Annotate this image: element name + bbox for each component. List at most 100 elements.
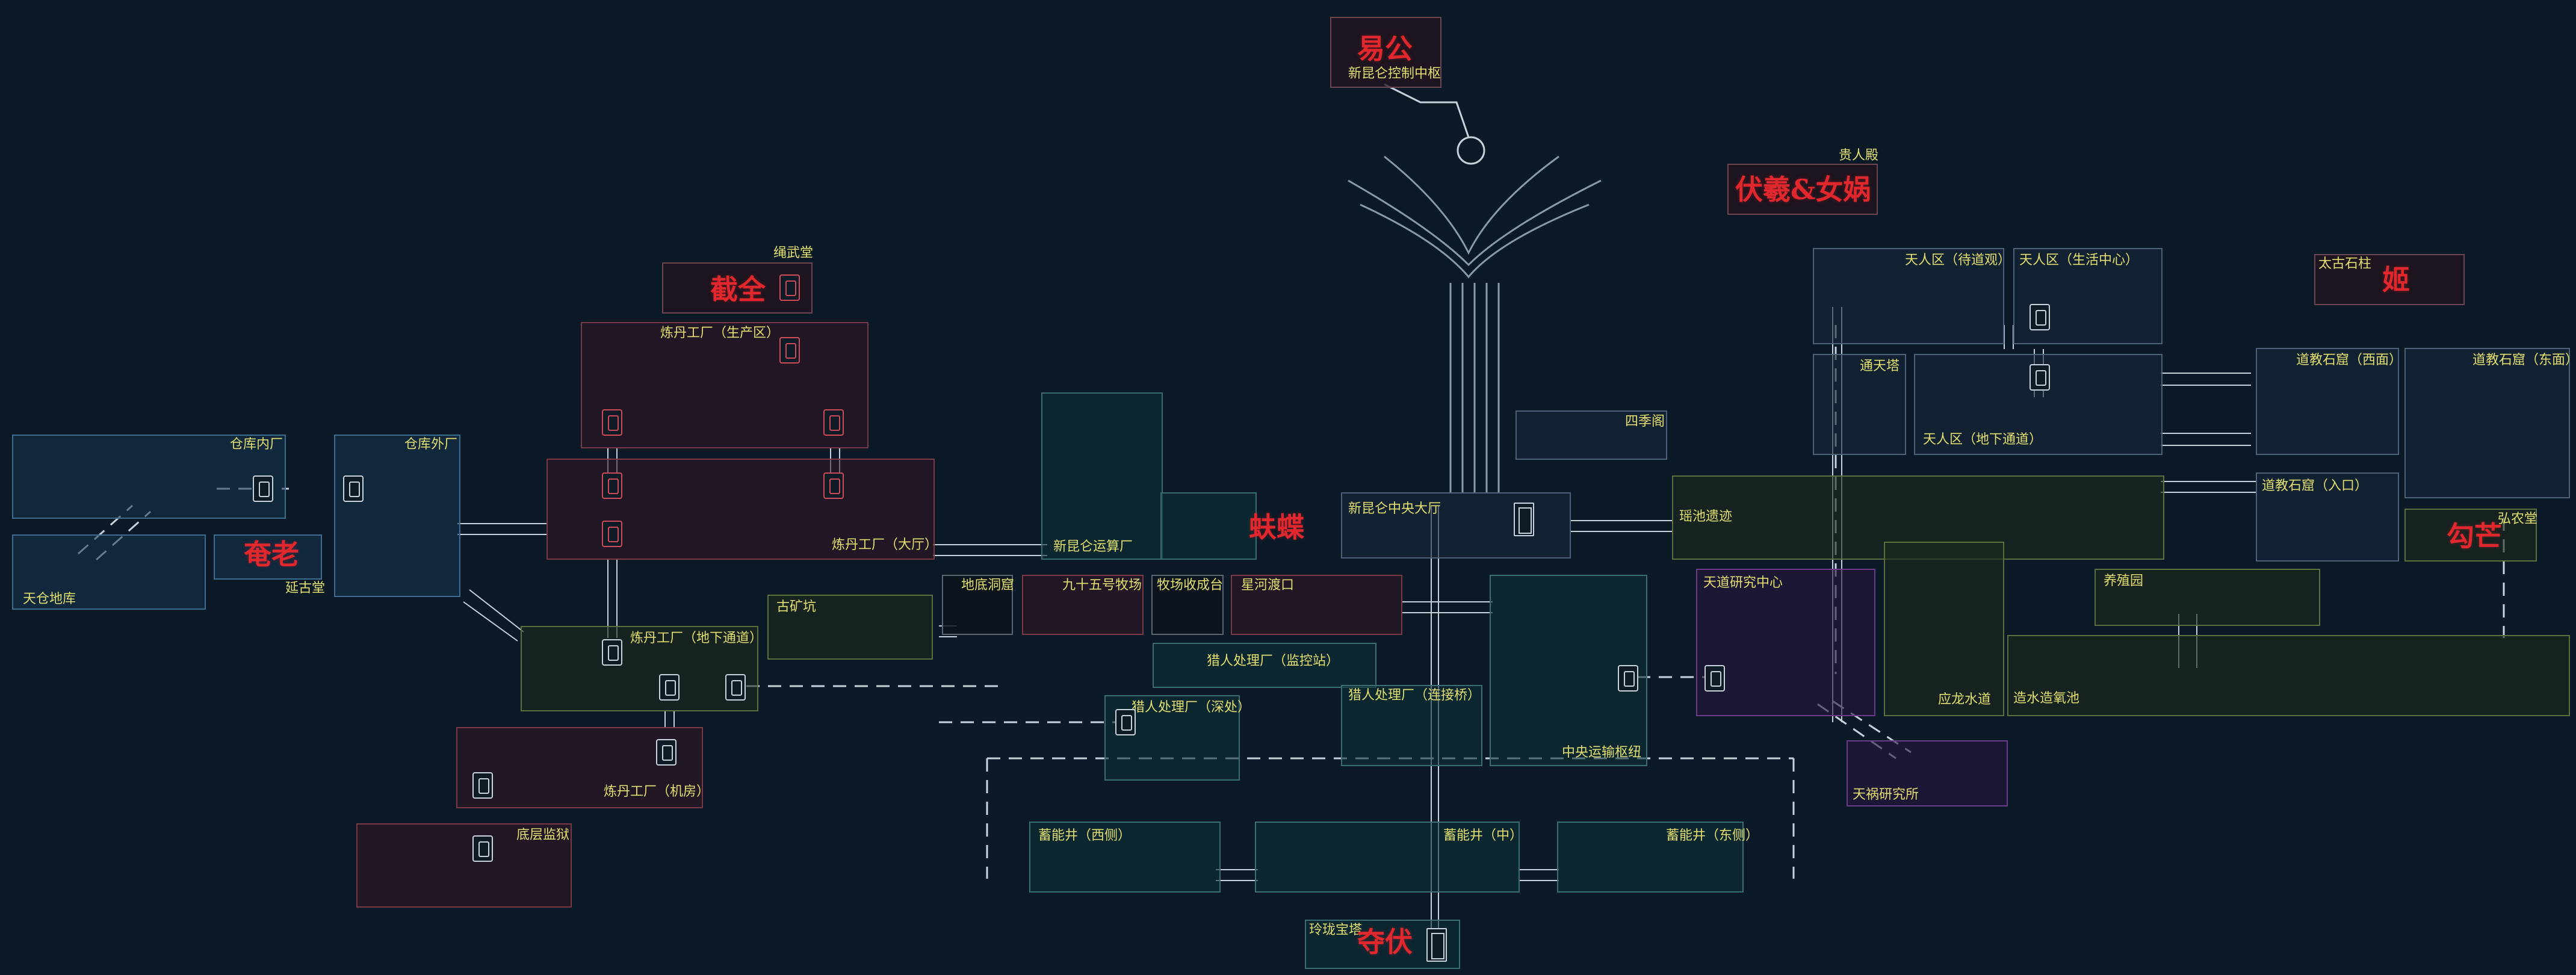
room-tiandao-research [1696, 569, 1875, 716]
node-cangku-wai[interactable] [343, 475, 364, 502]
room-yangzhi-yuan [2095, 569, 2320, 626]
room-yinglong-shuidao [1884, 542, 2004, 716]
node-liandan-jifang-b[interactable] [472, 772, 493, 799]
label-xinkun-yunsuan: 新昆仑运算厂 [1053, 539, 1133, 554]
label-liandan-tunnel: 炼丹工厂（地下通道） [630, 631, 763, 646]
room-cangku-wai [334, 435, 460, 597]
label-lieren-jiankong: 猎人处理厂（监控站） [1207, 654, 1340, 669]
boss-qiaoqu: 蚨蝶 [1249, 511, 1304, 543]
boss-ji: 姬 [2382, 264, 2410, 296]
room-cangku-nei [12, 435, 286, 519]
boss-box-jiequan [662, 262, 813, 314]
node-liandan-tunnel-c[interactable] [725, 674, 746, 701]
label-yinglong-shuidao: 应龙水道 [1938, 692, 1992, 707]
node-liandan-production-right[interactable] [823, 409, 844, 436]
room-hongnong-tang [2404, 509, 2537, 562]
label-zhongyang-yunshu: 中央运输枢纽 [1562, 745, 1642, 760]
label-diceng-jianyu: 底层监狱 [516, 828, 570, 843]
boss-box-ji [2314, 254, 2465, 305]
label-taigu-shizhu: 太古石柱 [2318, 256, 2372, 271]
label-guirendian: 贵人殿 [1839, 148, 1879, 163]
room-muchang-shoucheng [1151, 575, 1224, 635]
label-cangku-nei: 仓库内厂 [230, 437, 283, 452]
label-zaoshui-yangchi: 造水造氧池 [2013, 691, 2080, 706]
room-daojiao-east [2404, 348, 2570, 498]
node-liandan-hall-a[interactable] [602, 472, 622, 499]
node-liandan-tunnel-a[interactable] [602, 639, 622, 666]
node-liandan-production-top[interactable] [779, 337, 800, 364]
label-liandan-production: 炼丹工厂（生产区） [660, 326, 780, 341]
room-tiancang-diyu [12, 534, 206, 610]
label-xuneng-east: 蓄能井（东侧） [1666, 828, 1759, 843]
room-yangu-tang [214, 534, 322, 580]
room-xinkun-yunsuan [1041, 392, 1163, 560]
node-xinkun-central[interactable] [1514, 503, 1534, 536]
boss-goumang: 勾芒 [2447, 520, 2502, 552]
label-lieren-shenchu: 猎人处理厂（深处） [1132, 700, 1251, 715]
label-xuneng-mid: 蓄能井（中） [1443, 828, 1523, 843]
node-tiandao-research-a[interactable] [1704, 665, 1725, 692]
label-muchang-shoucheng: 牧场收成台 [1157, 578, 1224, 593]
node-liandan-hall-b[interactable] [602, 521, 622, 547]
label-daojiao-entrance: 道教石窟（入口） [2262, 478, 2368, 494]
label-guqiang-keng: 古矿坑 [776, 599, 817, 614]
room-xinkun-yunsuan-ext [1160, 492, 1257, 560]
node-liandan-production-left[interactable] [602, 409, 622, 436]
room-xuneng-east [1557, 822, 1744, 893]
label-tianren-dai: 天人区（待道观） [1905, 253, 2011, 268]
label-tianren-shenghuo: 天人区（生活中心） [2019, 253, 2139, 268]
label-tianhuo-research: 天祸研究所 [1853, 787, 1919, 802]
label-hongnong-tang: 弘农堂 [2498, 512, 2538, 527]
room-lieren-jiankong [1153, 643, 1376, 688]
label-xinkun-control: 新昆仑控制中枢 [1348, 66, 1441, 81]
room-muchang-95 [1022, 575, 1144, 635]
label-didi-dongku: 地底洞窟 [961, 578, 1015, 593]
room-tianhuo-research [1847, 740, 2008, 806]
label-liandan-hall: 炼丹工厂（大厅） [832, 537, 938, 552]
label-yangu-tang: 延古堂 [285, 581, 326, 596]
boss-nuzhang: 夺伏 [1357, 926, 1413, 958]
boss-jiequan: 截全 [710, 273, 766, 306]
node-cangku-nei[interactable] [253, 475, 273, 502]
node-shengwutang[interactable] [779, 274, 800, 301]
room-daojiao-entrance [2256, 472, 2399, 562]
label-muchang-95: 九十五号牧场 [1062, 578, 1142, 593]
boss-fuxi-nuwa: 伏羲&女娲 [1735, 173, 1871, 206]
label-xinghe-dukou: 星河渡口 [1241, 578, 1295, 593]
node-zhongyang-yunshu[interactable] [1618, 665, 1638, 692]
node-linglong-baota[interactable] [1426, 928, 1447, 962]
node-tianren-tunnel[interactable] [2030, 364, 2050, 391]
label-xinkun-central: 新昆仑中央大厅 [1348, 501, 1441, 516]
room-liandan-production [581, 322, 868, 448]
room-lieren-lianjie [1341, 685, 1482, 766]
room-liandan-tunnel [521, 626, 758, 711]
label-cangku-wai: 仓库外厂 [404, 437, 458, 452]
room-siji-ge [1516, 410, 1667, 460]
label-tiandao-research: 天道研究中心 [1703, 575, 1783, 590]
node-tianren-shenghuo[interactable] [2030, 304, 2050, 330]
label-tongtian-ta: 通天塔 [1860, 359, 1900, 374]
node-liandan-hall-c[interactable] [823, 472, 844, 499]
room-didi-dongku [942, 575, 1013, 635]
node-liandan-jifang-a[interactable] [656, 739, 677, 766]
label-tiancang-diyu: 天仓地库 [23, 592, 76, 607]
node-liandan-tunnel-b[interactable] [659, 674, 680, 701]
node-diceng-jianyu[interactable] [472, 835, 493, 862]
label-daojiao-east: 道教石窟（东面） [2472, 353, 2576, 368]
label-xuneng-west: 蓄能井（西侧） [1038, 828, 1132, 843]
room-tongtian-ta [1813, 354, 1906, 455]
label-yangzhi-yuan: 养殖园 [2104, 574, 2144, 589]
room-xinghe-dukou [1231, 575, 1402, 635]
room-diceng-jianyu [356, 823, 572, 908]
label-tianren-tunnel: 天人区（地下通道） [1923, 432, 2043, 447]
boss-shanzhang: 奄老 [244, 538, 299, 571]
label-shengwutang: 绳武堂 [773, 246, 814, 261]
boss-box-yigong [1330, 17, 1441, 88]
label-linglong-baota: 玲珑宝塔 [1309, 923, 1363, 938]
boss-box-fuxi [1727, 164, 1878, 215]
node-lieren-shenchu[interactable] [1115, 709, 1136, 735]
room-guqiang-keng [767, 595, 933, 660]
room-daojiao-west [2256, 348, 2399, 455]
label-liandan-jifang: 炼丹工厂（机房） [604, 784, 710, 799]
